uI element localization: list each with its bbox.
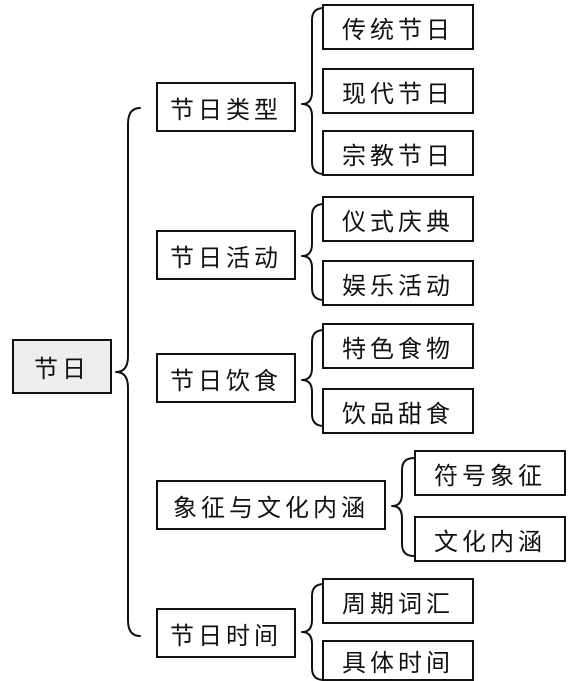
item-religious-festivals: 宗教节日 [322,130,474,176]
item-specific-time: 具体时间 [322,640,474,681]
item-traditional-festivals: 传统节日 [322,4,474,50]
item-ceremonies: 仪式庆典 [322,196,474,242]
item-symbols: 符号象征 [414,450,566,496]
brace-symbols [391,457,415,557]
brace-time [301,583,325,681]
item-entertainment: 娱乐活动 [322,260,474,306]
category-festival-types: 节日类型 [156,82,296,132]
root-brace [115,107,141,637]
category-festival-time: 节日时间 [156,608,296,658]
category-symbols-culture: 象征与文化内涵 [156,480,386,530]
category-festival-food: 节日饮食 [156,353,296,403]
item-special-food: 特色食物 [322,323,474,369]
brace-food [301,329,325,427]
brace-types [301,7,325,175]
root-node: 节日 [12,339,112,394]
brace-activities [301,203,325,301]
item-drinks-desserts: 饮品甜食 [322,388,474,434]
item-cultural-meaning: 文化内涵 [414,516,566,562]
item-modern-festivals: 现代节日 [322,68,474,114]
category-festival-activities: 节日活动 [156,230,296,280]
item-cycle-vocabulary: 周期词汇 [322,578,474,624]
